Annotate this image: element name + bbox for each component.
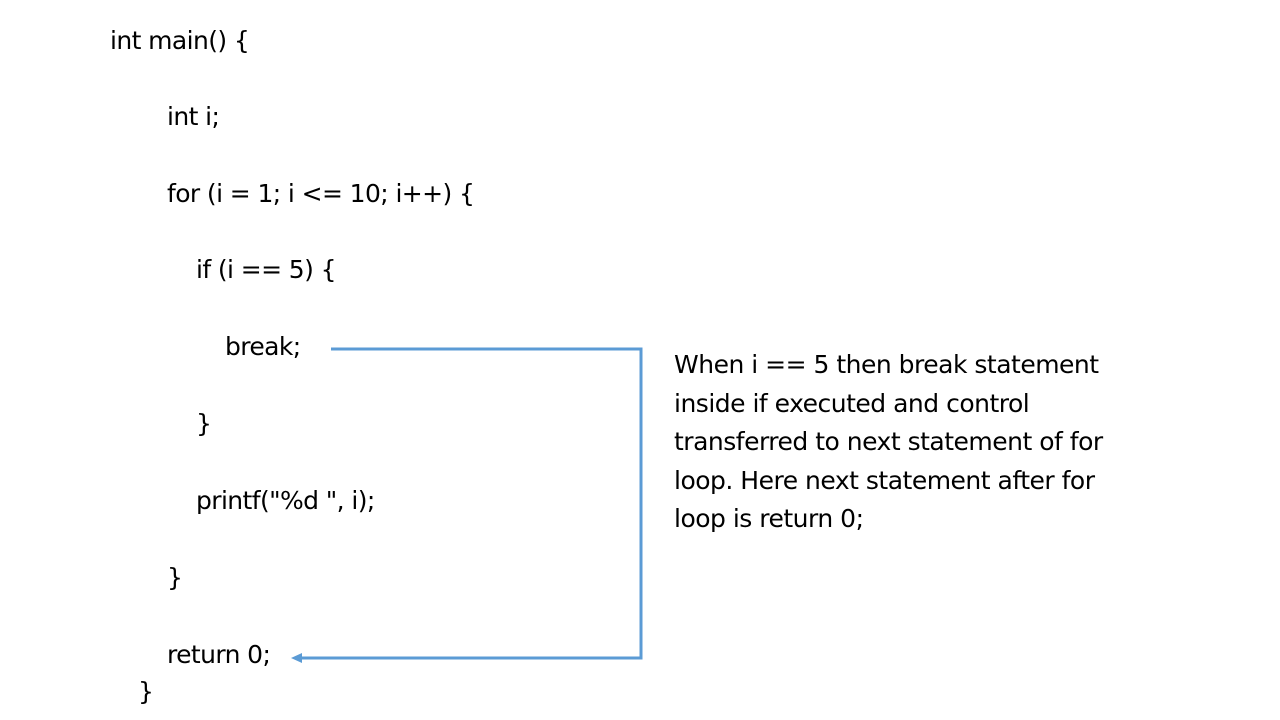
code-line-printf: printf("%d ", i); bbox=[196, 486, 375, 515]
arrowhead-icon bbox=[291, 653, 302, 663]
annotation-text: When i == 5 then break statement inside … bbox=[674, 346, 1174, 539]
code-line-if: if (i == 5) { bbox=[196, 255, 337, 284]
annotation-line: transferred to next statement of for bbox=[674, 427, 1103, 456]
code-line-break: break; bbox=[225, 332, 301, 361]
code-line-return: return 0; bbox=[167, 640, 271, 669]
code-line-main-close: } bbox=[138, 677, 154, 706]
annotation-line: inside if executed and control bbox=[674, 388, 1030, 418]
arrow-path bbox=[302, 347, 643, 660]
code-line-for-close: } bbox=[167, 563, 183, 592]
code-line-main: int main() { bbox=[110, 26, 250, 55]
annotation-line: loop. Here next statement after for bbox=[674, 465, 1095, 495]
code-line-if-close: } bbox=[196, 409, 212, 438]
annotation-line: loop is return 0; bbox=[674, 504, 864, 533]
annotation-line: When i == 5 then break statement bbox=[674, 350, 1099, 379]
code-line-int-i: int i; bbox=[167, 102, 220, 131]
code-line-for: for (i = 1; i <= 10; i++) { bbox=[167, 179, 475, 208]
